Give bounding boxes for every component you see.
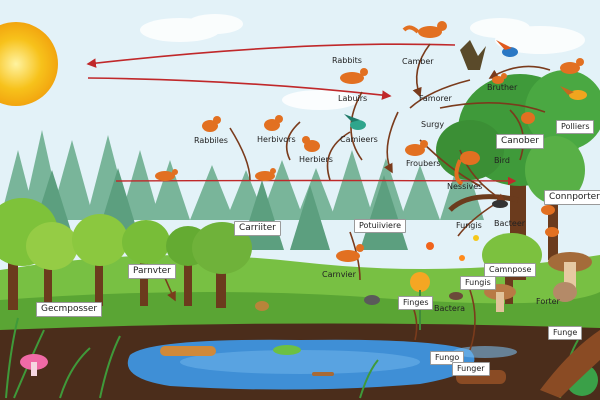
deer-icon: [255, 301, 269, 311]
bird-icon-blue: [496, 40, 518, 57]
bird-icon-dark: [492, 200, 508, 208]
label-parnvter: Parnvter: [128, 264, 176, 279]
label-forter: Forter: [536, 297, 560, 306]
label-rabbits-top: Rabbits: [332, 56, 362, 65]
label-bird: Bird: [494, 156, 510, 165]
fox-icon-right: [560, 58, 584, 74]
cat-icon-right: [553, 282, 577, 302]
label-funge: Funge: [548, 326, 583, 340]
rabbit-icon-3: [302, 136, 320, 152]
clouds: [140, 14, 585, 110]
label-camieers: Camieers: [340, 135, 378, 144]
label-famorer: Famorer: [419, 94, 452, 103]
bird-icon-eagle: [460, 40, 486, 70]
fallen-trunk: [540, 330, 600, 398]
squirrel-icon-tree: [521, 112, 535, 124]
squirrel-icon-meadow: [545, 227, 559, 237]
label-carnvier: Carnvier: [322, 270, 356, 279]
rabbit-icon-2: [264, 115, 283, 131]
label-gecmposser: Gecmposser: [36, 302, 103, 317]
label-nessives: Nessives: [447, 182, 483, 191]
fox-icon-meadow: [336, 244, 364, 262]
lily-pad: [273, 345, 301, 355]
squirrel-icon-right: [492, 73, 507, 84]
bird-icon-ground: [364, 295, 380, 305]
label-bacteer: Bacteer: [494, 219, 526, 228]
label-camber: Camber: [402, 57, 434, 66]
label-rabbiles: Rabbiles: [194, 136, 228, 145]
sun-icon: [0, 22, 58, 106]
label-polliers: Polliers: [556, 120, 595, 134]
label-connporters: Connporters: [544, 190, 600, 205]
label-froubers: Froubers: [406, 159, 441, 168]
label-herbivors: Herbivors: [257, 135, 296, 144]
label-surgy: Surgy: [421, 120, 445, 129]
fox-icon-upper-mid: [340, 68, 368, 84]
label-fungis: Fungis: [456, 221, 482, 230]
label-bruther: Bruther: [487, 83, 518, 92]
label-bactera: Bactera: [434, 304, 466, 313]
label-finges: Finges: [398, 296, 434, 310]
bird-icon-teal: [344, 114, 366, 130]
label-funger: Funger: [452, 362, 490, 376]
label-herbiers: Herbiers: [299, 155, 333, 164]
label-labuirs: Labuirs: [338, 94, 368, 103]
fox-icon-mid: [405, 140, 428, 156]
fox-icon-lower-2: [255, 168, 276, 181]
squirrel-icon-trunk: [541, 205, 555, 215]
label-carriiter: Carriiter: [234, 221, 281, 236]
label-fungis-mid: Fungis: [460, 276, 496, 290]
log: [160, 346, 216, 356]
label-potuiiviere: Potuiiviere: [354, 219, 406, 233]
label-canober: Canober: [496, 134, 544, 149]
fox-icon-top: [402, 21, 447, 38]
label-camnpose: Camnpose: [484, 263, 537, 277]
bird-icon-yellow: [560, 86, 587, 100]
bird-icon-ground-2: [449, 292, 463, 300]
label-fungo: Fungo: [430, 351, 465, 365]
fox-icon-tree: [454, 151, 480, 186]
rabbit-icon-1: [202, 116, 221, 132]
fox-icon-lower: [155, 169, 178, 181]
